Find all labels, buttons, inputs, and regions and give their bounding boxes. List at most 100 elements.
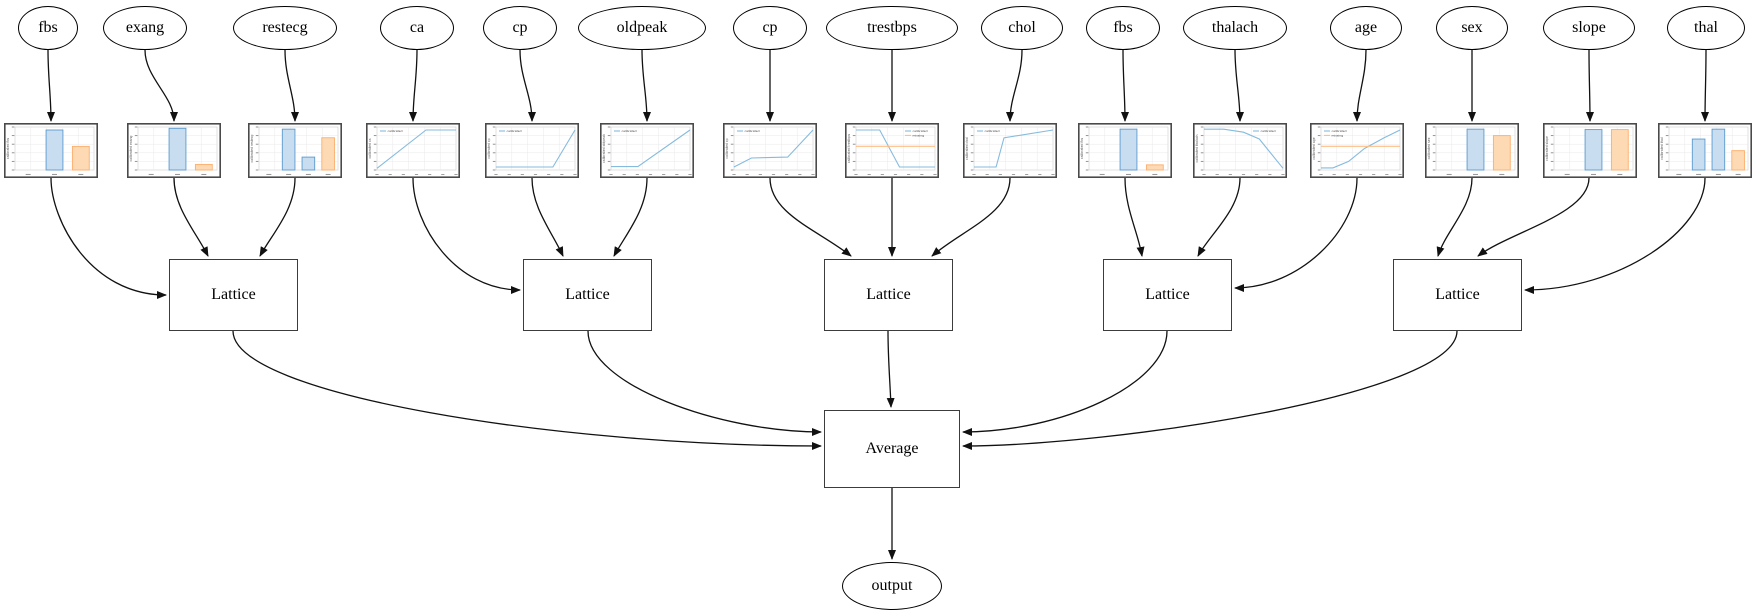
feature-label: cp <box>512 19 528 36</box>
edge <box>1701 49 1710 122</box>
svg-text:calibrated slope: calibrated slope <box>1545 136 1549 161</box>
svg-text:calibrated: calibrated <box>622 129 637 133</box>
calibrator-plot-exang-1: calibrated exang <box>127 123 221 178</box>
feature-node-chol-8: chol <box>981 6 1063 50</box>
calibrator-plot-chol-8: calibrated chol calibrated <box>963 123 1057 178</box>
feature-node-trestbps-7: trestbps <box>826 6 958 50</box>
calibrator-plot-thal-14: calibrated thal <box>1658 123 1752 178</box>
feature-node-oldpeak-5: oldpeak <box>578 6 706 50</box>
feature-node-age-11: age <box>1330 6 1402 50</box>
lattice-box-3: Lattice <box>824 259 953 331</box>
feature-node-thalach-10: thalach <box>1183 6 1287 50</box>
svg-text:calibrated: calibrated <box>1261 129 1276 133</box>
svg-text:calibrated oldpeak: calibrated oldpeak <box>602 134 606 163</box>
feature-label: age <box>1354 19 1378 36</box>
feature-node-cp-6: cp <box>733 6 807 50</box>
feature-node-sex-12: sex <box>1436 6 1508 50</box>
edge <box>1234 49 1244 122</box>
svg-text:calibrated sex: calibrated sex <box>1427 137 1431 159</box>
edge <box>1197 177 1241 257</box>
edge <box>1353 49 1367 122</box>
edge <box>50 177 167 299</box>
feature-node-fbs-9: fbs <box>1086 6 1160 50</box>
feature-node-slope-13: slope <box>1543 6 1635 50</box>
calibrator-plot-fbs-0: calibrated fbs <box>4 123 98 178</box>
feature-label: chol <box>1008 19 1036 36</box>
edge <box>531 177 564 257</box>
feature-node-cp-4: cp <box>483 6 557 50</box>
svg-text:calibrated chol: calibrated chol <box>965 137 969 160</box>
svg-text:calibrated cp: calibrated cp <box>487 138 491 158</box>
calibrator-plot-sex-12: calibrated sex <box>1425 123 1519 178</box>
feature-label: trestbps <box>867 19 917 36</box>
feature-label: oldpeak <box>616 19 668 36</box>
edge <box>232 330 822 450</box>
edge <box>886 330 895 408</box>
feature-label: sex <box>1461 19 1483 36</box>
svg-text:missing: missing <box>913 134 925 138</box>
feature-node-ca-3: ca <box>380 6 454 50</box>
edge <box>1585 49 1594 122</box>
edge <box>409 49 418 122</box>
svg-text:calibrated: calibrated <box>507 129 522 133</box>
feature-node-exang-1: exang <box>103 6 187 50</box>
feature-label: fbs <box>1113 19 1133 36</box>
lattice-label: Lattice <box>1145 286 1190 303</box>
edge <box>962 330 1458 450</box>
edge <box>962 330 1168 436</box>
calibrator-plot-oldpeak-5: calibrated oldpeak calibrated <box>600 123 694 178</box>
feature-label: exang <box>125 19 165 36</box>
feature-label: fbs <box>38 19 58 36</box>
svg-text:calibrated trestbps: calibrated trestbps <box>847 134 851 164</box>
average-label: Average <box>865 440 919 457</box>
svg-text:calibrated: calibrated <box>388 129 403 133</box>
lattice-label: Lattice <box>565 286 610 303</box>
average-box: Average <box>824 410 960 488</box>
edge <box>587 330 822 436</box>
feature-node-restecg-2: restecg <box>233 6 337 50</box>
edge <box>1436 177 1473 257</box>
edge <box>519 49 536 122</box>
svg-text:calibrated: calibrated <box>745 129 760 133</box>
lattice-box-1: Lattice <box>169 259 298 331</box>
lattice-box-5: Lattice <box>1393 259 1522 331</box>
edge <box>931 177 1011 257</box>
svg-text:calibrated exang: calibrated exang <box>129 135 133 161</box>
edge <box>284 49 299 122</box>
lattice-label: Lattice <box>1435 286 1480 303</box>
edge <box>1477 177 1590 257</box>
svg-text:calibrated fbs: calibrated fbs <box>1080 138 1084 160</box>
svg-text:calibrated restecg: calibrated restecg <box>250 134 254 162</box>
svg-text:calibrated thalach: calibrated thalach <box>1195 134 1199 162</box>
output-label: output <box>871 577 913 594</box>
edge <box>1524 177 1706 294</box>
edge <box>1120 49 1129 122</box>
svg-text:calibrated thal: calibrated thal <box>1660 137 1664 160</box>
edge <box>1234 177 1358 292</box>
calibrator-plot-thalach-10: calibrated thalach calibrated <box>1193 123 1287 178</box>
svg-text:calibrated ca: calibrated ca <box>368 138 372 158</box>
edge <box>769 177 852 257</box>
svg-text:calibrated: calibrated <box>913 129 928 133</box>
feature-node-fbs-0: fbs <box>18 6 78 50</box>
calibrator-plot-ca-3: calibrated ca calibrated <box>366 123 460 178</box>
calibrator-plot-slope-13: calibrated slope <box>1543 123 1637 178</box>
lattice-label: Lattice <box>866 286 911 303</box>
edge <box>412 177 521 294</box>
lattice-label: Lattice <box>211 286 256 303</box>
feature-label: slope <box>1572 19 1606 36</box>
feature-label: cp <box>762 19 778 36</box>
svg-text:missing: missing <box>1332 134 1344 138</box>
edge <box>46 49 55 122</box>
svg-text:calibrated: calibrated <box>985 129 1000 133</box>
feature-node-thal-14: thal <box>1667 6 1745 50</box>
feature-label: thalach <box>1211 19 1259 36</box>
feature-label: restecg <box>262 19 308 36</box>
feature-label: ca <box>409 19 425 36</box>
svg-text:calibrated: calibrated <box>1332 129 1347 133</box>
lattice-box-2: Lattice <box>523 259 652 331</box>
